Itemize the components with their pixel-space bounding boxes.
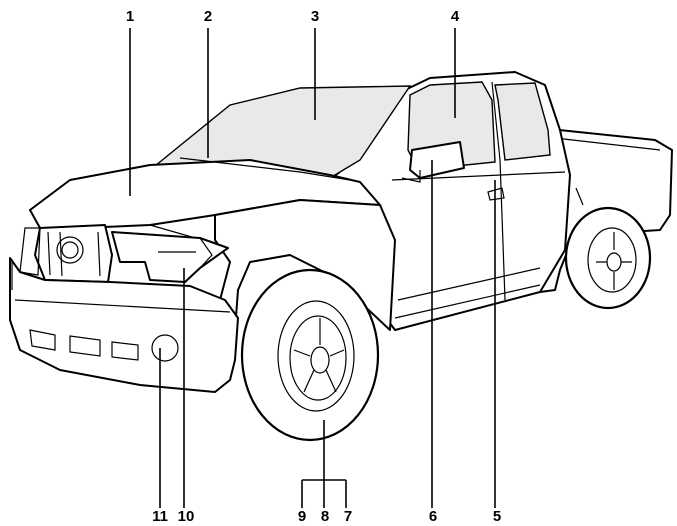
- front-tire: [242, 270, 378, 440]
- callout-8: 8: [321, 509, 329, 524]
- callout-7: 7: [344, 509, 352, 524]
- callout-3: 3: [311, 9, 319, 24]
- callout-5: 5: [493, 509, 501, 524]
- callout-11: 11: [152, 509, 168, 524]
- callout-2: 2: [204, 9, 212, 24]
- callout-9: 9: [298, 509, 306, 524]
- callout-1: 1: [126, 9, 134, 24]
- callout-10: 10: [178, 509, 195, 524]
- callout-4: 4: [451, 9, 459, 24]
- callout-6: 6: [429, 509, 437, 524]
